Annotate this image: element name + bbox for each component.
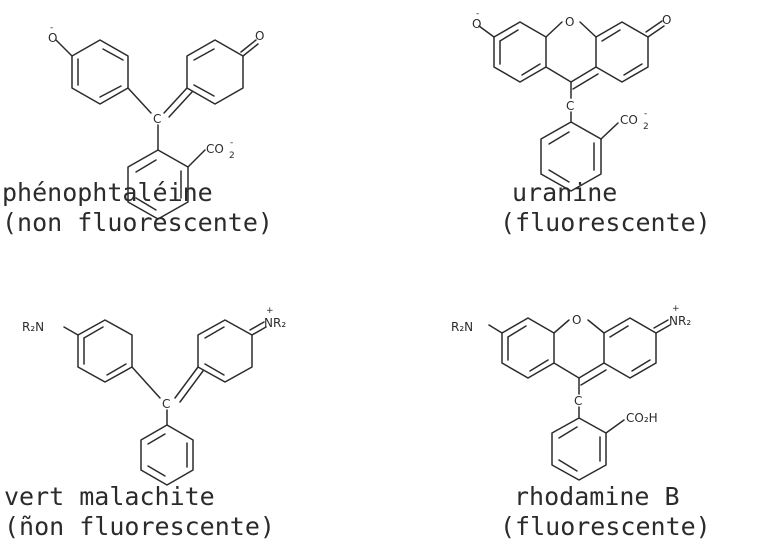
fluorescence-note: (fluorescente) — [500, 208, 711, 237]
central-carbon-label: C — [162, 397, 170, 411]
oxide-label: O — [472, 17, 481, 31]
bridge-oxygen-label: O — [565, 15, 574, 29]
bridge-oxygen-label: O — [572, 313, 581, 327]
malachite-green-structure — [63, 319, 267, 486]
carboxylate-subscript: 2 — [643, 122, 649, 132]
positive-charge: + — [266, 306, 274, 316]
carbonyl-oxygen-label: O — [255, 29, 264, 43]
dialkylamino-label: R₂N — [451, 320, 473, 334]
carboxylate-label: CO — [206, 142, 224, 156]
fluorescence-note: (fluorescente) — [500, 512, 711, 541]
central-carbon-label: C — [566, 99, 574, 113]
molecule-name: phénophtaléine — [2, 178, 213, 207]
molecule-name: uranine — [512, 178, 618, 207]
oxide-label: O — [48, 31, 57, 45]
fluorescence-note: (non fluorescente) — [2, 208, 273, 237]
phenolphthalein-structure — [55, 39, 259, 220]
iminium-label: NR₂ — [264, 316, 286, 330]
central-carbon-label: C — [574, 394, 582, 408]
fluorescence-note: (ñon fluorescente) — [4, 512, 275, 541]
uranine-structure — [478, 20, 665, 192]
molecule-name: rhodamine B — [514, 482, 680, 511]
carboxylic-acid-label: CO₂H — [626, 411, 658, 425]
carboxylate-label: CO — [620, 113, 638, 127]
iminium-label: NR₂ — [669, 314, 691, 328]
positive-charge: + — [672, 304, 680, 314]
dialkylamino-label: R₂N — [22, 320, 44, 334]
molecule-name: vert malachite — [4, 482, 215, 511]
carboxylate-subscript: 2 — [229, 151, 235, 161]
carbonyl-oxygen-label: O — [662, 13, 671, 27]
central-carbon-label: C — [153, 112, 161, 126]
carboxylate-charge: - — [644, 109, 647, 119]
negative-charge: - — [50, 23, 53, 33]
negative-charge: - — [476, 9, 479, 19]
carboxylate-charge: - — [230, 138, 233, 148]
rhodamine-b-structure — [488, 317, 671, 481]
